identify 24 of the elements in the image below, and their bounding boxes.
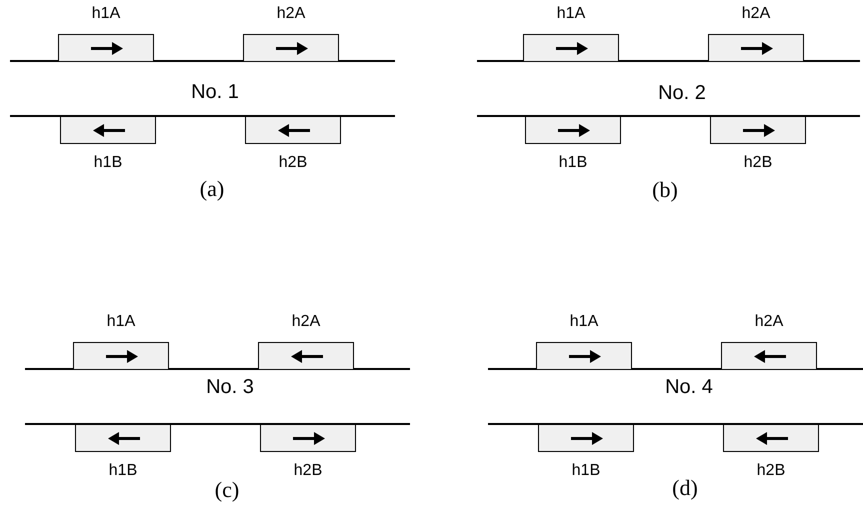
block-label: h2A [740,5,772,23]
block-label: h1B [108,462,138,480]
panel-caption: (d) [671,475,699,501]
block-label: h2A [290,313,322,331]
block-label: h2B [278,154,308,172]
block-label: h1B [92,154,124,172]
block-label: h1A [90,5,122,23]
block-label: h2A [276,5,306,23]
block-label: h2B [292,462,324,480]
panel-title: No. 4 [664,376,714,399]
block-label: h1A [568,313,600,331]
block-label: h1B [558,154,588,172]
panel-caption: (a) [198,176,226,202]
block-label: h2B [756,462,786,480]
panel-title: No. 3 [205,376,255,399]
block-label: h1B [570,462,602,480]
block-label: h1A [556,5,586,23]
block-label: h1A [106,313,136,331]
panel-caption: (b) [651,177,679,203]
block-label: h2B [742,154,774,172]
block-label: h2A [754,313,784,331]
panel-caption: (c) [214,477,240,503]
panel-title: No. 1 [190,81,240,104]
panel-title: No. 2 [657,82,707,105]
